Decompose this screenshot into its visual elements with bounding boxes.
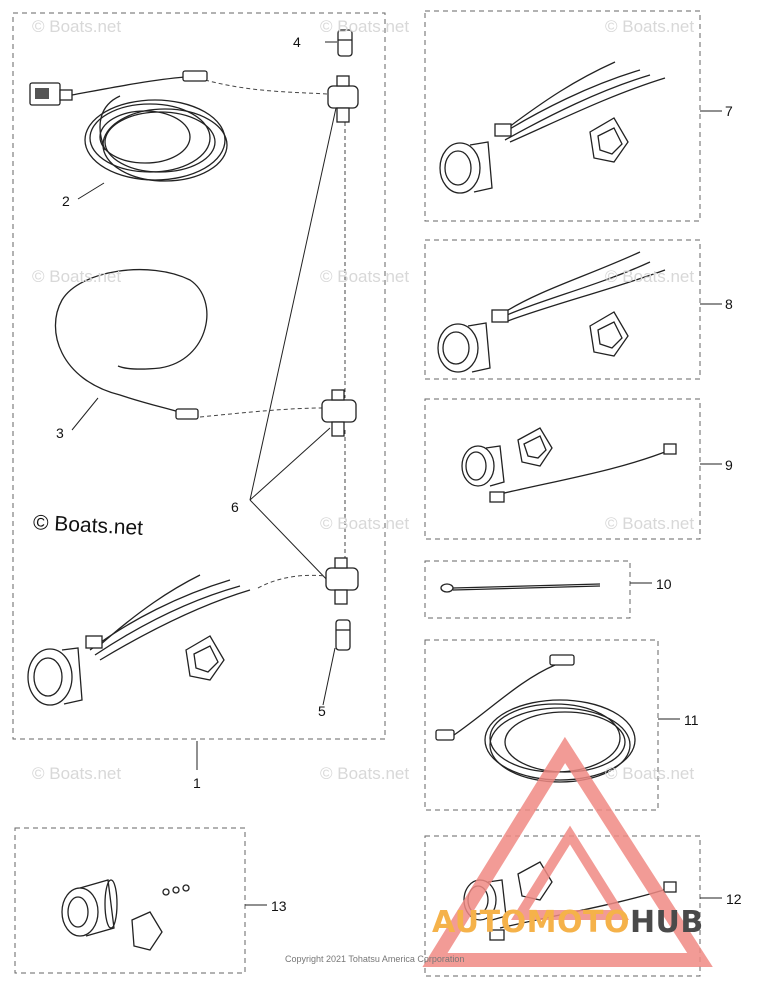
callout-8: 8 <box>725 296 733 312</box>
watermark-1: © Boats.net <box>32 17 122 36</box>
copyright-notice: Copyright 2021 Tohatsu America Corporati… <box>285 954 465 964</box>
group-boxes <box>12 10 701 977</box>
watermark-10: © Boats.net <box>320 764 410 783</box>
t-connectors <box>321 75 359 605</box>
brand-triangle <box>422 736 713 967</box>
watermark-6: © Boats.net <box>605 267 695 286</box>
item-3-cable <box>54 269 208 420</box>
callout-5: 5 <box>318 703 326 719</box>
item-13-gauge <box>61 879 190 951</box>
item-8-gauge-harness <box>437 251 666 373</box>
connection-lines <box>199 79 346 589</box>
brand-part-2: HUB <box>629 905 704 940</box>
group-box-9 <box>424 398 701 540</box>
group-box-10 <box>424 560 631 619</box>
group-box-12 <box>424 835 701 977</box>
callout-4: 4 <box>293 34 301 50</box>
group-box-13 <box>14 827 246 974</box>
watermark-9: © Boats.net <box>32 764 122 783</box>
watermark-4: © Boats.net <box>32 267 122 286</box>
callout-1: 1 <box>193 775 201 791</box>
callout-10: 10 <box>656 576 672 592</box>
watermark-5: © Boats.net <box>320 267 410 286</box>
item-11-cable <box>435 654 636 783</box>
watermark-11: © Boats.net <box>605 764 695 783</box>
callout-6: 6 <box>231 499 239 515</box>
brand-logo: AUTOMOTOHUB <box>432 908 704 938</box>
callout-2: 2 <box>62 193 70 209</box>
brand-inner-triangle <box>510 825 630 920</box>
callout-11: 11 <box>684 712 699 728</box>
callout-13: 13 <box>271 898 287 914</box>
item-9-gauge-harness <box>461 427 677 503</box>
group-box-11 <box>424 639 659 811</box>
gauge-harness-1 <box>27 574 251 706</box>
watermark-dark: © Boats.net <box>32 511 144 540</box>
group-box-1 <box>12 12 386 740</box>
callout-9: 9 <box>725 457 733 473</box>
callout-3: 3 <box>56 425 64 441</box>
watermark-8: © Boats.net <box>605 514 695 533</box>
callout-7: 7 <box>725 103 733 119</box>
item-10-sensor <box>440 583 601 593</box>
leader-lines <box>71 41 722 906</box>
watermark-3: © Boats.net <box>605 17 695 36</box>
terminators <box>335 29 353 651</box>
watermark-7: © Boats.net <box>320 514 410 533</box>
callout-12: 12 <box>726 891 742 907</box>
item-7-gauge-harness <box>439 61 666 194</box>
group-box-7 <box>424 10 701 222</box>
watermark-2: © Boats.net <box>320 17 410 36</box>
item-2-cable <box>29 70 228 182</box>
brand-part-1: AUTOMOTO <box>432 905 630 940</box>
group-box-8 <box>424 239 701 380</box>
